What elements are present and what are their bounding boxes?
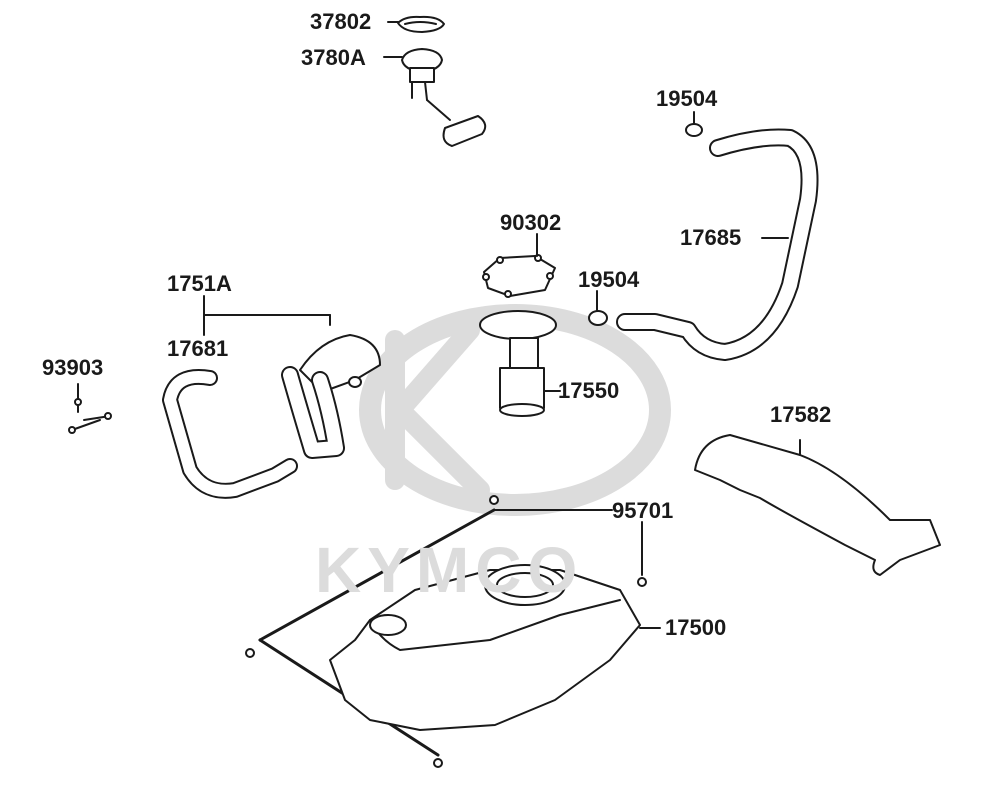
label-17582: 17582 <box>770 402 832 427</box>
part-19504-clamp-top <box>685 123 703 137</box>
label-3780A: 3780A <box>301 45 366 70</box>
part-3780A-sender <box>401 48 487 147</box>
part-17582-bracket <box>694 434 941 576</box>
part-17685-hose <box>616 128 819 361</box>
part-17550-pump <box>479 310 557 417</box>
label-95701: 95701 <box>612 498 674 523</box>
watermark-text: KYMCO <box>315 534 584 606</box>
label-17550: 17550 <box>558 378 620 403</box>
part-90302-gasket <box>482 254 556 298</box>
part-37802-cap <box>397 15 445 33</box>
label-19504-top: 19504 <box>656 86 718 111</box>
part-17681-hose <box>162 369 298 499</box>
label-17685: 17685 <box>680 225 742 250</box>
part-93903-screws <box>68 383 112 434</box>
part-1751A-filler <box>281 334 381 459</box>
label-1751A: 1751A <box>167 271 232 296</box>
part-17500-tank <box>329 564 641 731</box>
label-90302: 90302 <box>500 210 562 235</box>
part-19504-clamp-mid <box>588 310 608 326</box>
label-17681: 17681 <box>167 336 229 361</box>
label-19504-mid: 19504 <box>578 267 640 292</box>
label-37802: 37802 <box>310 9 372 34</box>
leader-1751A-17681 <box>203 295 331 336</box>
label-93903: 93903 <box>42 355 104 380</box>
label-17500: 17500 <box>665 615 727 640</box>
